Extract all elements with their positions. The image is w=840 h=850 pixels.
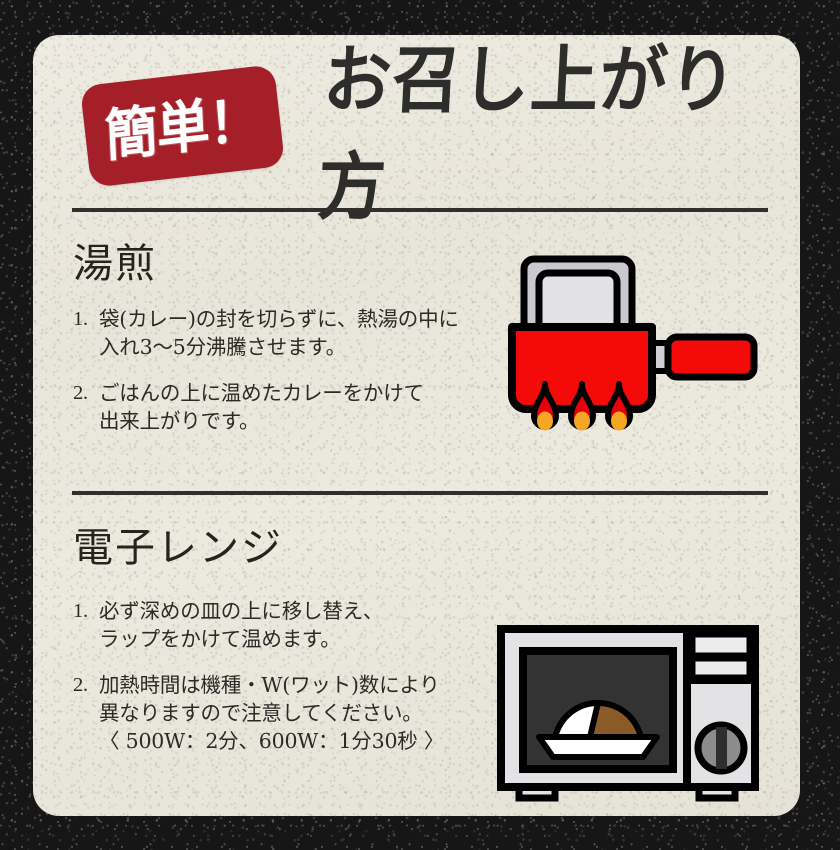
panel-separator: [687, 677, 755, 684]
page-title: お召し上がり方: [315, 37, 740, 231]
easy-badge: 簡単！: [79, 64, 286, 188]
steps-list-yusen: 1. 袋(カレー)の封を切らずに、熱湯の中に 入れ3〜5分沸騰させます。 2. …: [73, 305, 493, 452]
rice-portion: [552, 700, 601, 740]
pot-handle: [664, 333, 758, 381]
easy-badge-label: 簡単！: [103, 86, 262, 170]
step-text-line: ごはんの上に温めたカレーをかけて: [99, 380, 424, 405]
step-number: 2.: [73, 381, 88, 404]
step-text-line: 〈 500W：2分、600W：1分30秒 〉: [99, 729, 445, 754]
step-text-line: 加熱時間は機種・W(ワット)数により: [99, 672, 440, 697]
step-text-line: 入れ3〜5分沸騰させます。: [99, 335, 346, 360]
microwave-display-bottom: [690, 656, 752, 680]
section-microwave: 電子レンジ 1. 必ず深めの皿の上に移し替え、 ラップをかけて温めます。 2. …: [33, 515, 800, 805]
microwave-oven-icon: [497, 625, 759, 802]
section-heading-yusen: 湯煎: [73, 241, 157, 287]
section-divider-top: [72, 208, 768, 212]
step-item: 1. 袋(カレー)の封を切らずに、熱湯の中に 入れ3〜5分沸騰させます。: [73, 305, 493, 362]
step-item: 2. 加熱時間は機種・W(ワット)数により 異なりますので注意してください。 〈…: [73, 671, 493, 756]
section-divider-bottom: [72, 491, 768, 495]
instruction-card: 簡単！ お召し上がり方 湯煎 1. 袋(カレー)の封を切らずに、熱湯の中に 入れ…: [33, 35, 800, 816]
pot-lid-inner: [535, 269, 621, 335]
section-heading-microwave: 電子レンジ: [73, 525, 283, 571]
steps-list-microwave: 1. 必ず深めの皿の上に移し替え、 ラップをかけて温めます。 2. 加熱時間は機…: [73, 597, 493, 772]
section-yusen: 湯煎 1. 袋(カレー)の封を切らずに、熱湯の中に 入れ3〜5分沸騰させます。 …: [33, 231, 800, 471]
step-item: 2. ごはんの上に温めたカレーをかけて 出来上がりです。: [73, 379, 493, 436]
flame-icon: [568, 381, 596, 431]
microwave-display-top: [690, 632, 752, 658]
step-text-line: 異なりますので注意してください。: [99, 700, 423, 725]
microwave-knob[interactable]: [694, 721, 748, 775]
curry-plate: [536, 700, 660, 760]
step-number: 2.: [73, 673, 88, 696]
card-header: 簡単！ お召し上がり方: [33, 37, 800, 231]
step-number: 1.: [73, 308, 88, 330]
step-text-line: 袋(カレー)の封を切らずに、熱湯の中に: [99, 307, 459, 331]
step-text-line: ラップをかけて温めます。: [99, 627, 341, 652]
step-text-line: 出来上がりです。: [99, 408, 260, 433]
step-text-line: 必ず深めの皿の上に移し替え、: [99, 599, 384, 623]
flame-icon: [531, 381, 559, 431]
stove-flames: [531, 381, 633, 431]
step-item: 1. 必ず深めの皿の上に移し替え、 ラップをかけて温めます。: [73, 597, 493, 654]
pot-on-stove-icon: [508, 255, 758, 431]
step-number: 1.: [73, 600, 88, 622]
flame-icon: [605, 381, 633, 431]
plate: [536, 734, 660, 760]
